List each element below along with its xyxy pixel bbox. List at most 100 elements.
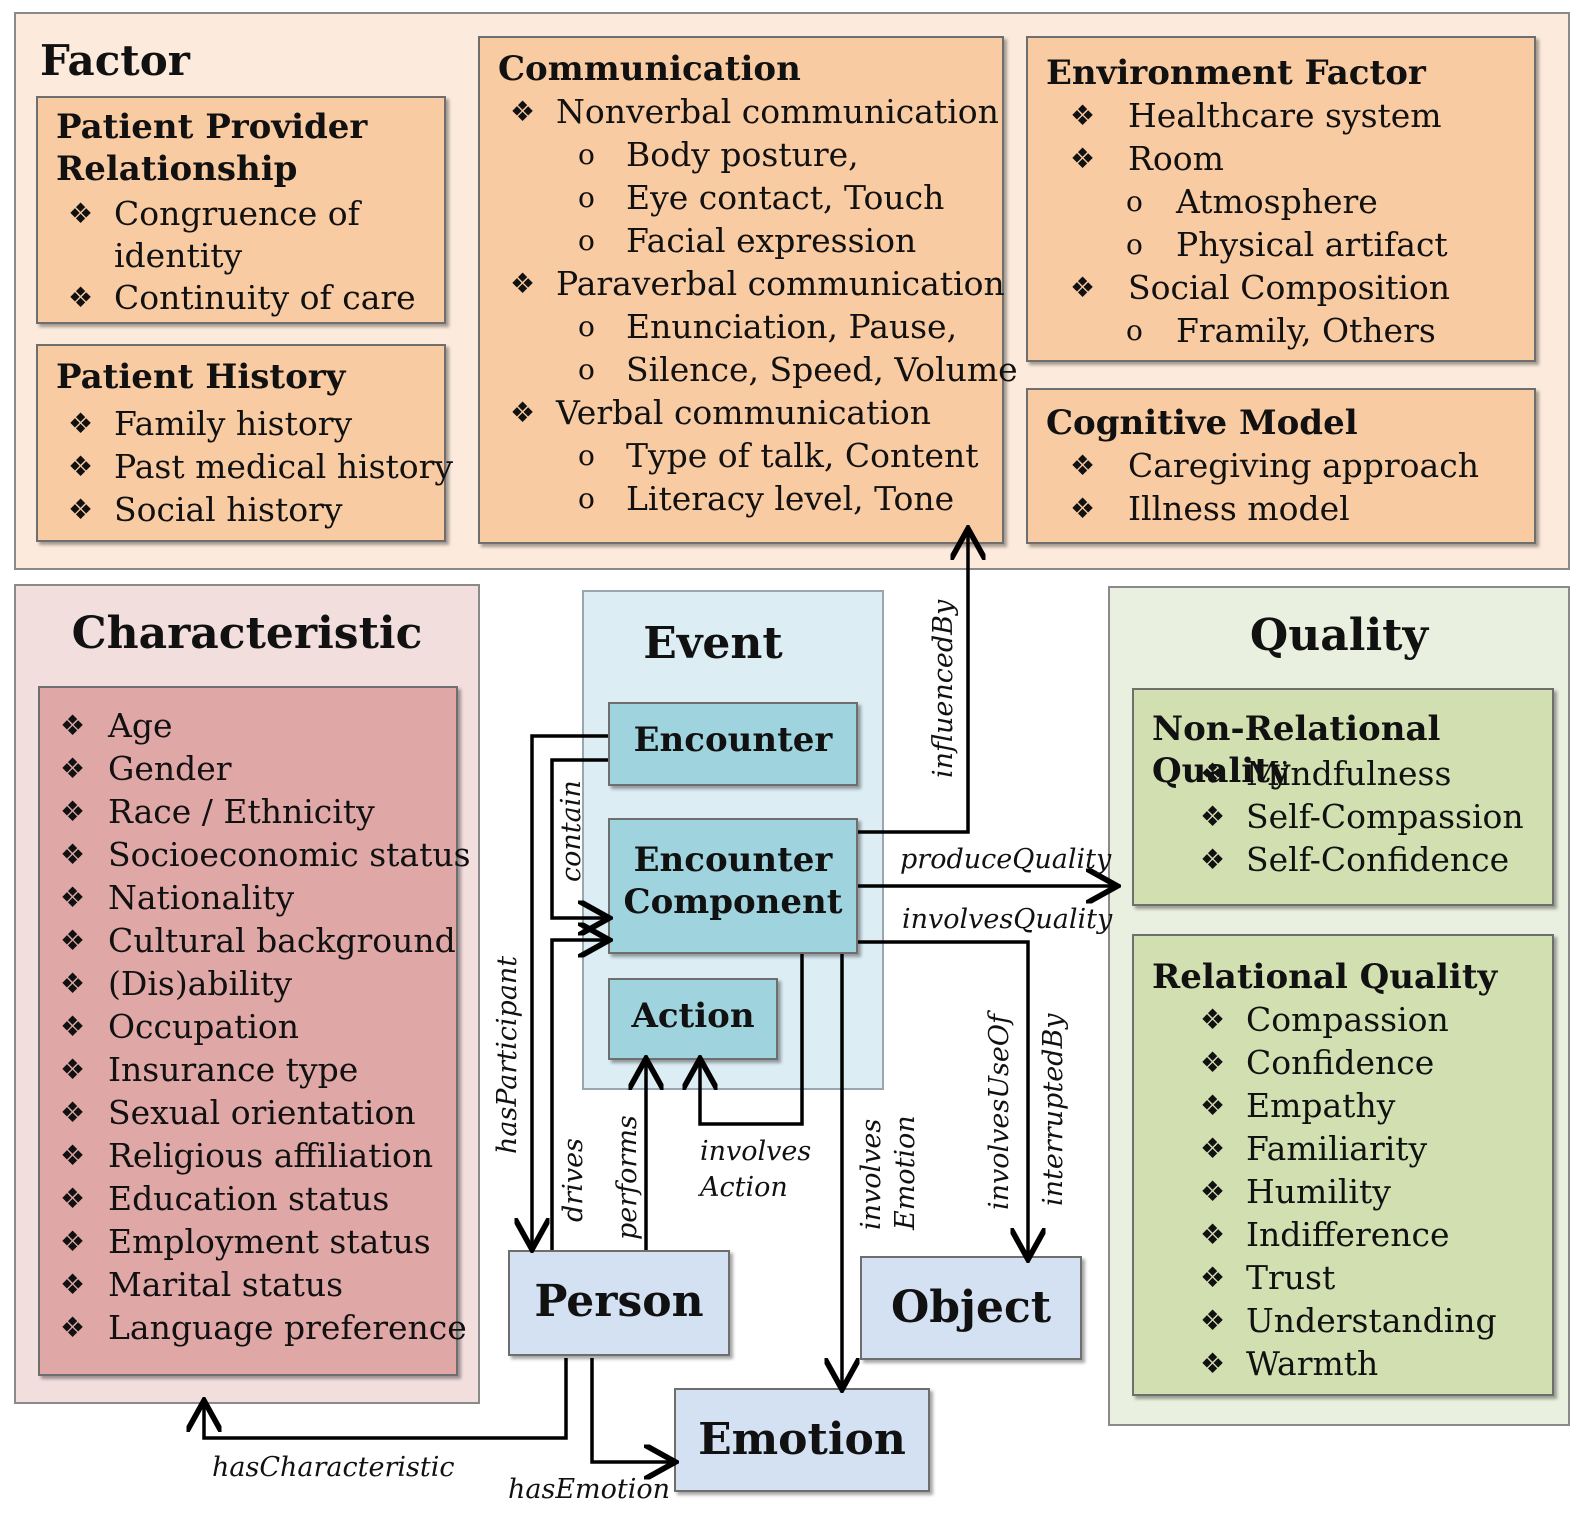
list-item: ❖Illness model (1070, 489, 1350, 528)
list-item: ❖Self-Compassion (1200, 797, 1524, 836)
edge-label-involvesUseOf: involvesUseOf (984, 1014, 1015, 1210)
circle-bullet-icon: o (578, 353, 595, 386)
list-item: ❖(Dis)ability (60, 964, 293, 1003)
diamond-bullet-icon: ❖ (1070, 142, 1096, 175)
event-title: Event (643, 618, 783, 669)
list-item: ❖Religious affiliation (60, 1136, 434, 1175)
list-item: ❖Compassion (1200, 1000, 1449, 1039)
circle-bullet-icon: o (578, 181, 595, 214)
characteristic-list: ❖Age❖Gender❖Race / Ethnicity❖Socioeconom… (60, 704, 471, 1349)
list-item: ❖Verbal communication (510, 393, 932, 432)
communication-title: Communication (498, 49, 801, 89)
list-item: ❖Race / Ethnicity (60, 792, 375, 831)
patient-history-list: ❖Family history ❖Past medical history ❖S… (68, 402, 453, 531)
person-node[interactable]: Person (508, 1250, 730, 1356)
list-item: ❖Room (1070, 139, 1224, 178)
diamond-bullet-icon: ❖ (1200, 757, 1226, 790)
list-item: ❖Family history (68, 404, 353, 443)
list-item: identity (114, 236, 243, 275)
encounter-node[interactable]: Encounter (608, 702, 858, 786)
list-item: ❖Age (60, 706, 173, 745)
diamond-bullet-icon: ❖ (60, 1139, 86, 1172)
diamond-bullet-icon: ❖ (60, 1053, 86, 1086)
edge-involvesAction (700, 954, 804, 1126)
action-label: Action (631, 996, 755, 1036)
diamond-bullet-icon: ❖ (510, 396, 536, 429)
circle-bullet-icon: o (578, 482, 595, 515)
list-item: ❖Humility (1200, 1172, 1391, 1211)
diamond-bullet-icon: ❖ (60, 838, 86, 871)
diamond-bullet-icon: ❖ (60, 1010, 86, 1043)
diamond-bullet-icon: ❖ (1200, 1347, 1226, 1380)
non-relational-quality-box: Non-Relational Quality ❖Mindfulness❖Self… (1132, 688, 1554, 906)
characteristic-box: ❖Age❖Gender❖Race / Ethnicity❖Socioeconom… (38, 686, 471, 1376)
list-item: ❖Self-Confidence (1200, 840, 1510, 879)
circle-bullet-icon: o (578, 224, 595, 257)
circle-bullet-icon: o (578, 439, 595, 472)
relational-quality-box: Relational Quality ❖Compassion ❖Confidenc… (1132, 934, 1554, 1396)
list-item: ❖Employment status (60, 1222, 431, 1261)
non-relational-quality-title: Non-Relational Quality (1152, 709, 1441, 791)
diamond-bullet-icon: ❖ (1200, 1218, 1226, 1251)
list-item: ❖Insurance type (60, 1050, 359, 1089)
object-label: Object (890, 1282, 1052, 1333)
encounter-component-node[interactable]: Encounter Component (608, 818, 858, 954)
diamond-bullet-icon: ❖ (1200, 1261, 1226, 1294)
non-relational-list: ❖Mindfulness❖Self-Compassion❖Self-Confid… (1200, 752, 1524, 881)
diamond-bullet-icon: ❖ (1070, 99, 1096, 132)
diamond-bullet-icon: ❖ (60, 1268, 86, 1301)
edge-label-involves-action-1: involves (700, 1136, 812, 1167)
diamond-bullet-icon: ❖ (1200, 1175, 1226, 1208)
environment-factor-title: Environment Factor (1046, 53, 1426, 93)
relational-list: ❖Compassion❖Confidence❖Empathy❖Familiari… (1200, 998, 1497, 1385)
factor-title: Factor (40, 36, 190, 85)
edge-hasEmotion (590, 1358, 672, 1462)
cognitive-model-title: Cognitive Model (1046, 403, 1358, 443)
list-item: ❖Past medical history (68, 447, 454, 486)
diamond-bullet-icon: ❖ (1200, 800, 1226, 833)
list-item: ❖Warmth (1200, 1344, 1379, 1383)
edge-label-performs: performs (612, 1115, 643, 1240)
diamond-bullet-icon: ❖ (1200, 1046, 1226, 1079)
patient-provider-title-line2: Relationship (56, 149, 298, 189)
edge-drives (550, 940, 606, 1250)
action-node[interactable]: Action (608, 978, 778, 1060)
relational-quality-title: Relational Quality (1152, 957, 1498, 997)
list-item: ❖Paraverbal communication (510, 264, 1005, 303)
environment-factor-box: Environment Factor ❖Healthcare system ❖R… (1026, 36, 1536, 362)
list-item: ❖Gender (60, 749, 232, 788)
emotion-label: Emotion (698, 1414, 906, 1465)
diamond-bullet-icon: ❖ (68, 450, 94, 483)
edge-label-contain: contain (556, 780, 587, 882)
diamond-bullet-icon: ❖ (68, 407, 94, 440)
characteristic-title: Characteristic (71, 608, 423, 659)
list-item: ❖Cultural background (60, 921, 456, 960)
object-node[interactable]: Object (860, 1256, 1082, 1360)
diamond-bullet-icon: ❖ (1070, 271, 1096, 304)
patient-history-title: Patient History (56, 357, 346, 397)
list-item: ❖Nationality (60, 878, 295, 917)
list-item: ❖Indifference (1200, 1215, 1450, 1254)
emotion-node[interactable]: Emotion (674, 1388, 930, 1492)
circle-bullet-icon: o (578, 138, 595, 171)
list-item: ❖Confidence (1200, 1043, 1435, 1082)
diamond-bullet-icon: ❖ (1200, 1304, 1226, 1337)
list-item: ❖Social history (68, 490, 343, 529)
patient-provider-title-line1: Patient Provider (56, 107, 368, 147)
list-item: ❖Continuity of care (68, 278, 416, 317)
list-item: ❖Sexual orientation (60, 1093, 416, 1132)
circle-bullet-icon: o (1126, 314, 1143, 347)
edge-label-involvesQuality: involvesQuality (902, 904, 1113, 935)
patient-provider-box: Patient Provider Relationship ❖Congruenc… (36, 96, 446, 324)
circle-bullet-icon: o (1126, 228, 1143, 261)
encounter-component-label-line2: Component (623, 882, 843, 922)
encounter-component-label-line1: Encounter (633, 840, 833, 880)
